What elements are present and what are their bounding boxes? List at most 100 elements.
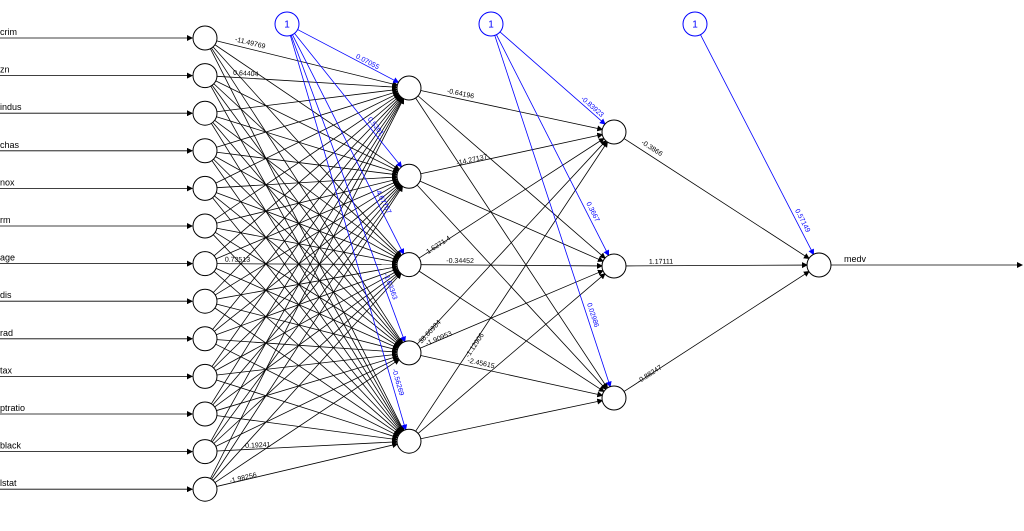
edge-input-ptratio-h1-2 [212,184,402,406]
edge-input-black-h1-2 [211,185,403,443]
edge-input-black-h1-3 [213,272,401,444]
input-label-rm: rm [0,215,11,225]
edge-input-dis-h1-1 [213,95,402,293]
edge-input-age-h1-2 [215,180,399,260]
input-label-tax: tax [0,365,13,375]
edge-input-age-h1-5 [213,271,401,434]
edge-input-tax-h1-1 [211,96,403,367]
hidden2-node-3 [601,385,627,411]
edge-h1-4-h2-2 [419,269,604,349]
weight-h1-h2-label-8: -1.12906 [465,332,486,359]
bias-edge-h2-1 [499,31,606,125]
input-label-crim: crim [0,27,17,37]
input-label-ptratio: ptratio [0,403,25,413]
edge-h1-5-h2-2 [417,273,606,434]
input-label-rad: rad [0,328,13,338]
edge-input-dis-h1-5 [214,307,400,435]
input-node-indus [192,100,218,126]
edge-input-indus-h1-2 [216,116,399,175]
input-node-rad [192,326,218,352]
edge-input-chas-h1-5 [211,160,403,433]
edge-h2-3-output [623,270,810,392]
edge-h1-3-h2-2 [420,262,604,269]
edge-input-crim-h1-4 [211,47,404,344]
hidden1-node-3 [396,252,422,278]
bias-weight-h1-5: -0.56269 [390,368,405,397]
edge-input-nox-h1-1 [215,92,400,184]
edge-input-ptratio-h1-3 [214,271,401,408]
input-node-dis [192,288,218,314]
edge-input-zn-h1-2 [215,80,400,172]
edge-input-chas-h1-3 [215,156,400,260]
input-node-rm [192,213,218,239]
weight-h1-h2-label-4: -0.34452 [446,258,474,265]
edge-h1-2-h2-2 [419,180,604,262]
weight-h1-h2-label-3: 1.6271.4 [425,235,452,256]
bias-edge-output [700,34,814,256]
weight-input-label-2: 0.64404 [233,70,259,79]
edge-h1-5-h2-1 [415,141,608,432]
bias-edge-h1-5 [289,35,408,431]
input-node-chas [192,138,218,164]
edge-h1-2-h2-1 [420,132,604,175]
hidden1-node-2 [396,163,422,189]
bias-weight-h2-3: 0.02986 [585,302,600,328]
edge-input-zn-h1-3 [213,83,401,258]
bias-weight-output: 0.57149 [793,208,811,234]
bias-node-label-1: 1 [284,20,290,31]
edge-input-ptratio-h1-5 [216,415,399,442]
input-label-black: black [0,441,22,451]
edge-input-indus-h1-1 [216,87,399,113]
edge-h1-1-h2-2 [417,95,606,259]
edge-input-black-h1-4 [215,357,400,447]
edge-input-zn-h1-5 [210,85,404,432]
bias-edge-h2-2 [496,34,610,257]
edge-input-ptratio-h1-1 [211,97,404,405]
edge-input-rad-h1-2 [214,183,401,332]
bias-node-2 [478,11,504,37]
output-node [806,252,832,278]
edge-h1-4-h2-3 [420,355,604,398]
weight-h2-output-label-3: -0.88247 [636,364,663,385]
edge-h1-1-h2-1 [420,90,604,132]
edge-input-nox-h1-2 [216,174,399,189]
input-label-age: age [0,253,15,263]
weight-input-label-4: 0.19241 [245,442,271,450]
input-node-zn [192,63,218,89]
edge-input-rm-h1-1 [214,94,400,220]
weight-input-label-5: -1.98256 [229,472,258,485]
weight-label-layer: -11.497690.644040.735130.19241-1.982560.… [225,36,811,485]
input-node-crim [192,25,218,51]
bias-weight-h2-1: -0.83923 [579,95,604,119]
weight-h2-output-label-1: -0.3866 [640,139,664,158]
input-node-black [192,439,218,465]
input-node-age [192,251,218,277]
hidden2-node-2 [601,253,627,279]
edge-input-rad-h1-1 [212,96,403,330]
bias-edge-h1-1 [297,29,400,83]
edge-input-rad-h1-3 [216,267,399,336]
hidden2-node-1 [601,119,627,145]
edge-input-chas-h1-4 [213,158,402,346]
edge-input-rm-h1-2 [216,177,399,224]
edge-h2-1-output [623,138,810,260]
output-label: medv [844,254,867,264]
edge-input-chas-h1-1 [216,90,399,148]
node-layer: crimzninduschasnoxrmagedisradtaxptratiob… [0,11,867,502]
edge-input-dis-h1-4 [216,303,399,352]
edge-h2-2-output [625,262,809,269]
input-label-zn: zn [0,65,10,75]
edge-input-nox-h1-3 [216,192,399,262]
edge-h1-3-h2-1 [418,137,605,259]
edge-input-black-h1-1 [210,97,404,442]
input-label-nox: nox [0,177,15,187]
edge-input-dis-h1-3 [216,264,399,300]
edge-input-lstat-h1-5 [216,442,399,487]
weight-input-label-3: 0.73513 [225,257,250,264]
input-node-ptratio [192,401,218,427]
edge-input-rm-h1-3 [216,227,399,265]
edge-input-tax-h1-5 [216,379,399,439]
edge-h1-4-h2-1 [416,140,607,345]
edge-input-zn-h1-1 [216,75,399,90]
